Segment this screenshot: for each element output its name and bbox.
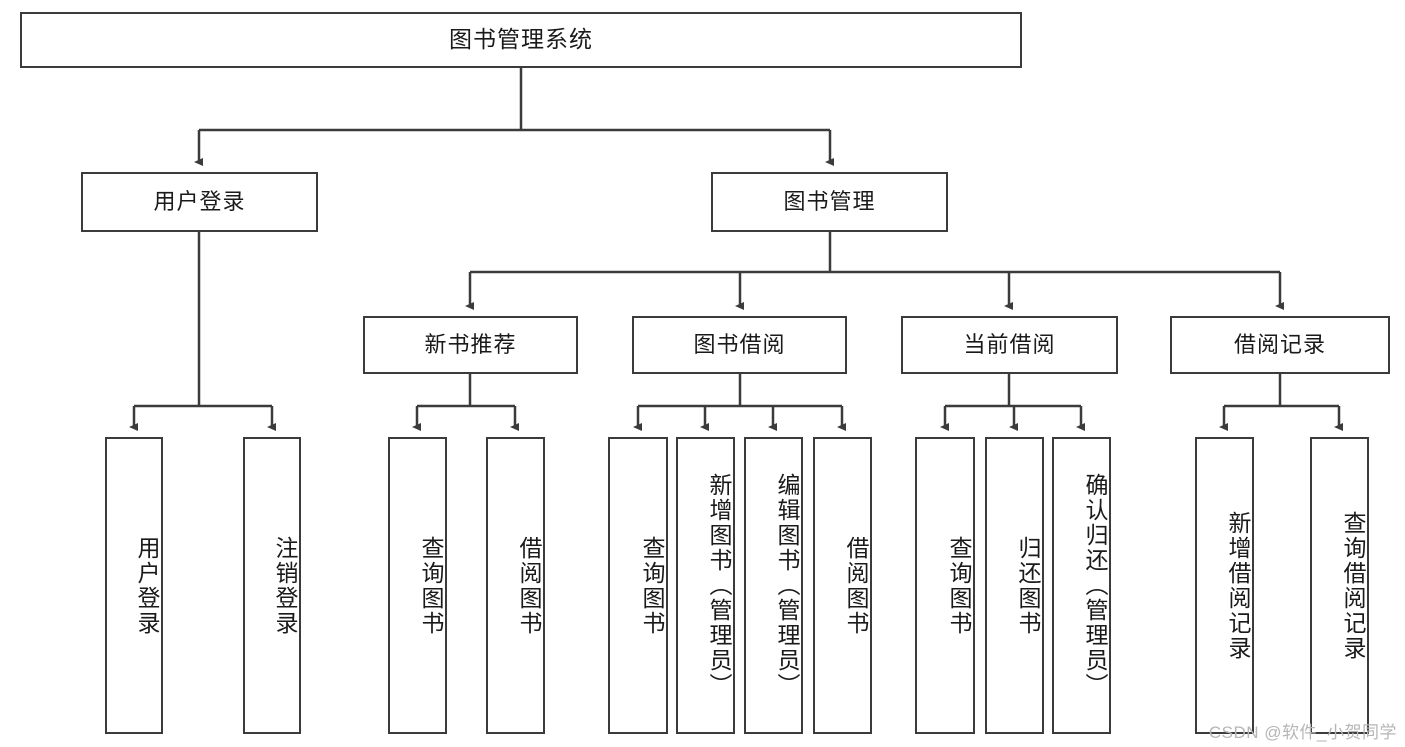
node-label: 确认归还（管理员） [1082,473,1108,698]
node-current-borrow[interactable]: 当前借阅 [901,316,1118,374]
node-label: 查询图书 [946,535,972,636]
node-label: 图书管理 [783,188,876,214]
node-label: 借阅图书 [843,535,869,636]
node-user-login[interactable]: 用户登录 [81,172,318,232]
node-label: 新增借阅记录 [1225,510,1251,661]
node-leaf-return-book[interactable]: 归还图书 [985,437,1044,734]
node-leaf-add-book[interactable]: 新增图书（管理员） [676,437,735,734]
node-root-system[interactable]: 图书管理系统 [20,12,1022,68]
node-leaf-user-login[interactable]: 用户登录 [105,437,163,734]
node-leaf-query-record[interactable]: 查询借阅记录 [1310,437,1369,734]
node-leaf-borrow-book-1[interactable]: 借阅图书 [486,437,545,734]
node-label: 查询借阅记录 [1340,510,1366,661]
node-leaf-query-book-3[interactable]: 查询图书 [915,437,975,734]
node-label: 借阅记录 [1233,331,1326,357]
node-label: 查询图书 [639,535,665,636]
node-label: 当前借阅 [963,331,1056,357]
node-leaf-confirm-return[interactable]: 确认归还（管理员） [1052,437,1111,734]
node-leaf-logout-login[interactable]: 注销登录 [243,437,301,734]
node-label: 归还图书 [1015,535,1041,636]
csdn-watermark: CSDN @软件_小贺同学 [1208,723,1397,742]
node-label: 图书借阅 [693,331,786,357]
node-label: 新书推荐 [424,331,517,357]
node-book-manage[interactable]: 图书管理 [711,172,948,232]
node-label: 编辑图书（管理员） [774,473,800,698]
node-borrow-record[interactable]: 借阅记录 [1170,316,1390,374]
node-leaf-query-book-2[interactable]: 查询图书 [608,437,668,734]
node-new-book-recommend[interactable]: 新书推荐 [363,316,578,374]
node-book-borrow[interactable]: 图书借阅 [632,316,847,374]
node-leaf-edit-book[interactable]: 编辑图书（管理员） [744,437,803,734]
node-leaf-add-record[interactable]: 新增借阅记录 [1195,437,1254,734]
node-label: 借阅图书 [516,535,542,636]
node-leaf-borrow-book-2[interactable]: 借阅图书 [813,437,872,734]
node-label: 图书管理系统 [449,26,593,53]
node-label: 查询图书 [418,535,444,636]
node-label: 新增图书（管理员） [706,473,732,698]
node-label: 注销登录 [272,535,298,636]
node-label: 用户登录 [153,188,246,214]
node-leaf-query-book-1[interactable]: 查询图书 [388,437,447,734]
node-label: 用户登录 [134,535,160,636]
